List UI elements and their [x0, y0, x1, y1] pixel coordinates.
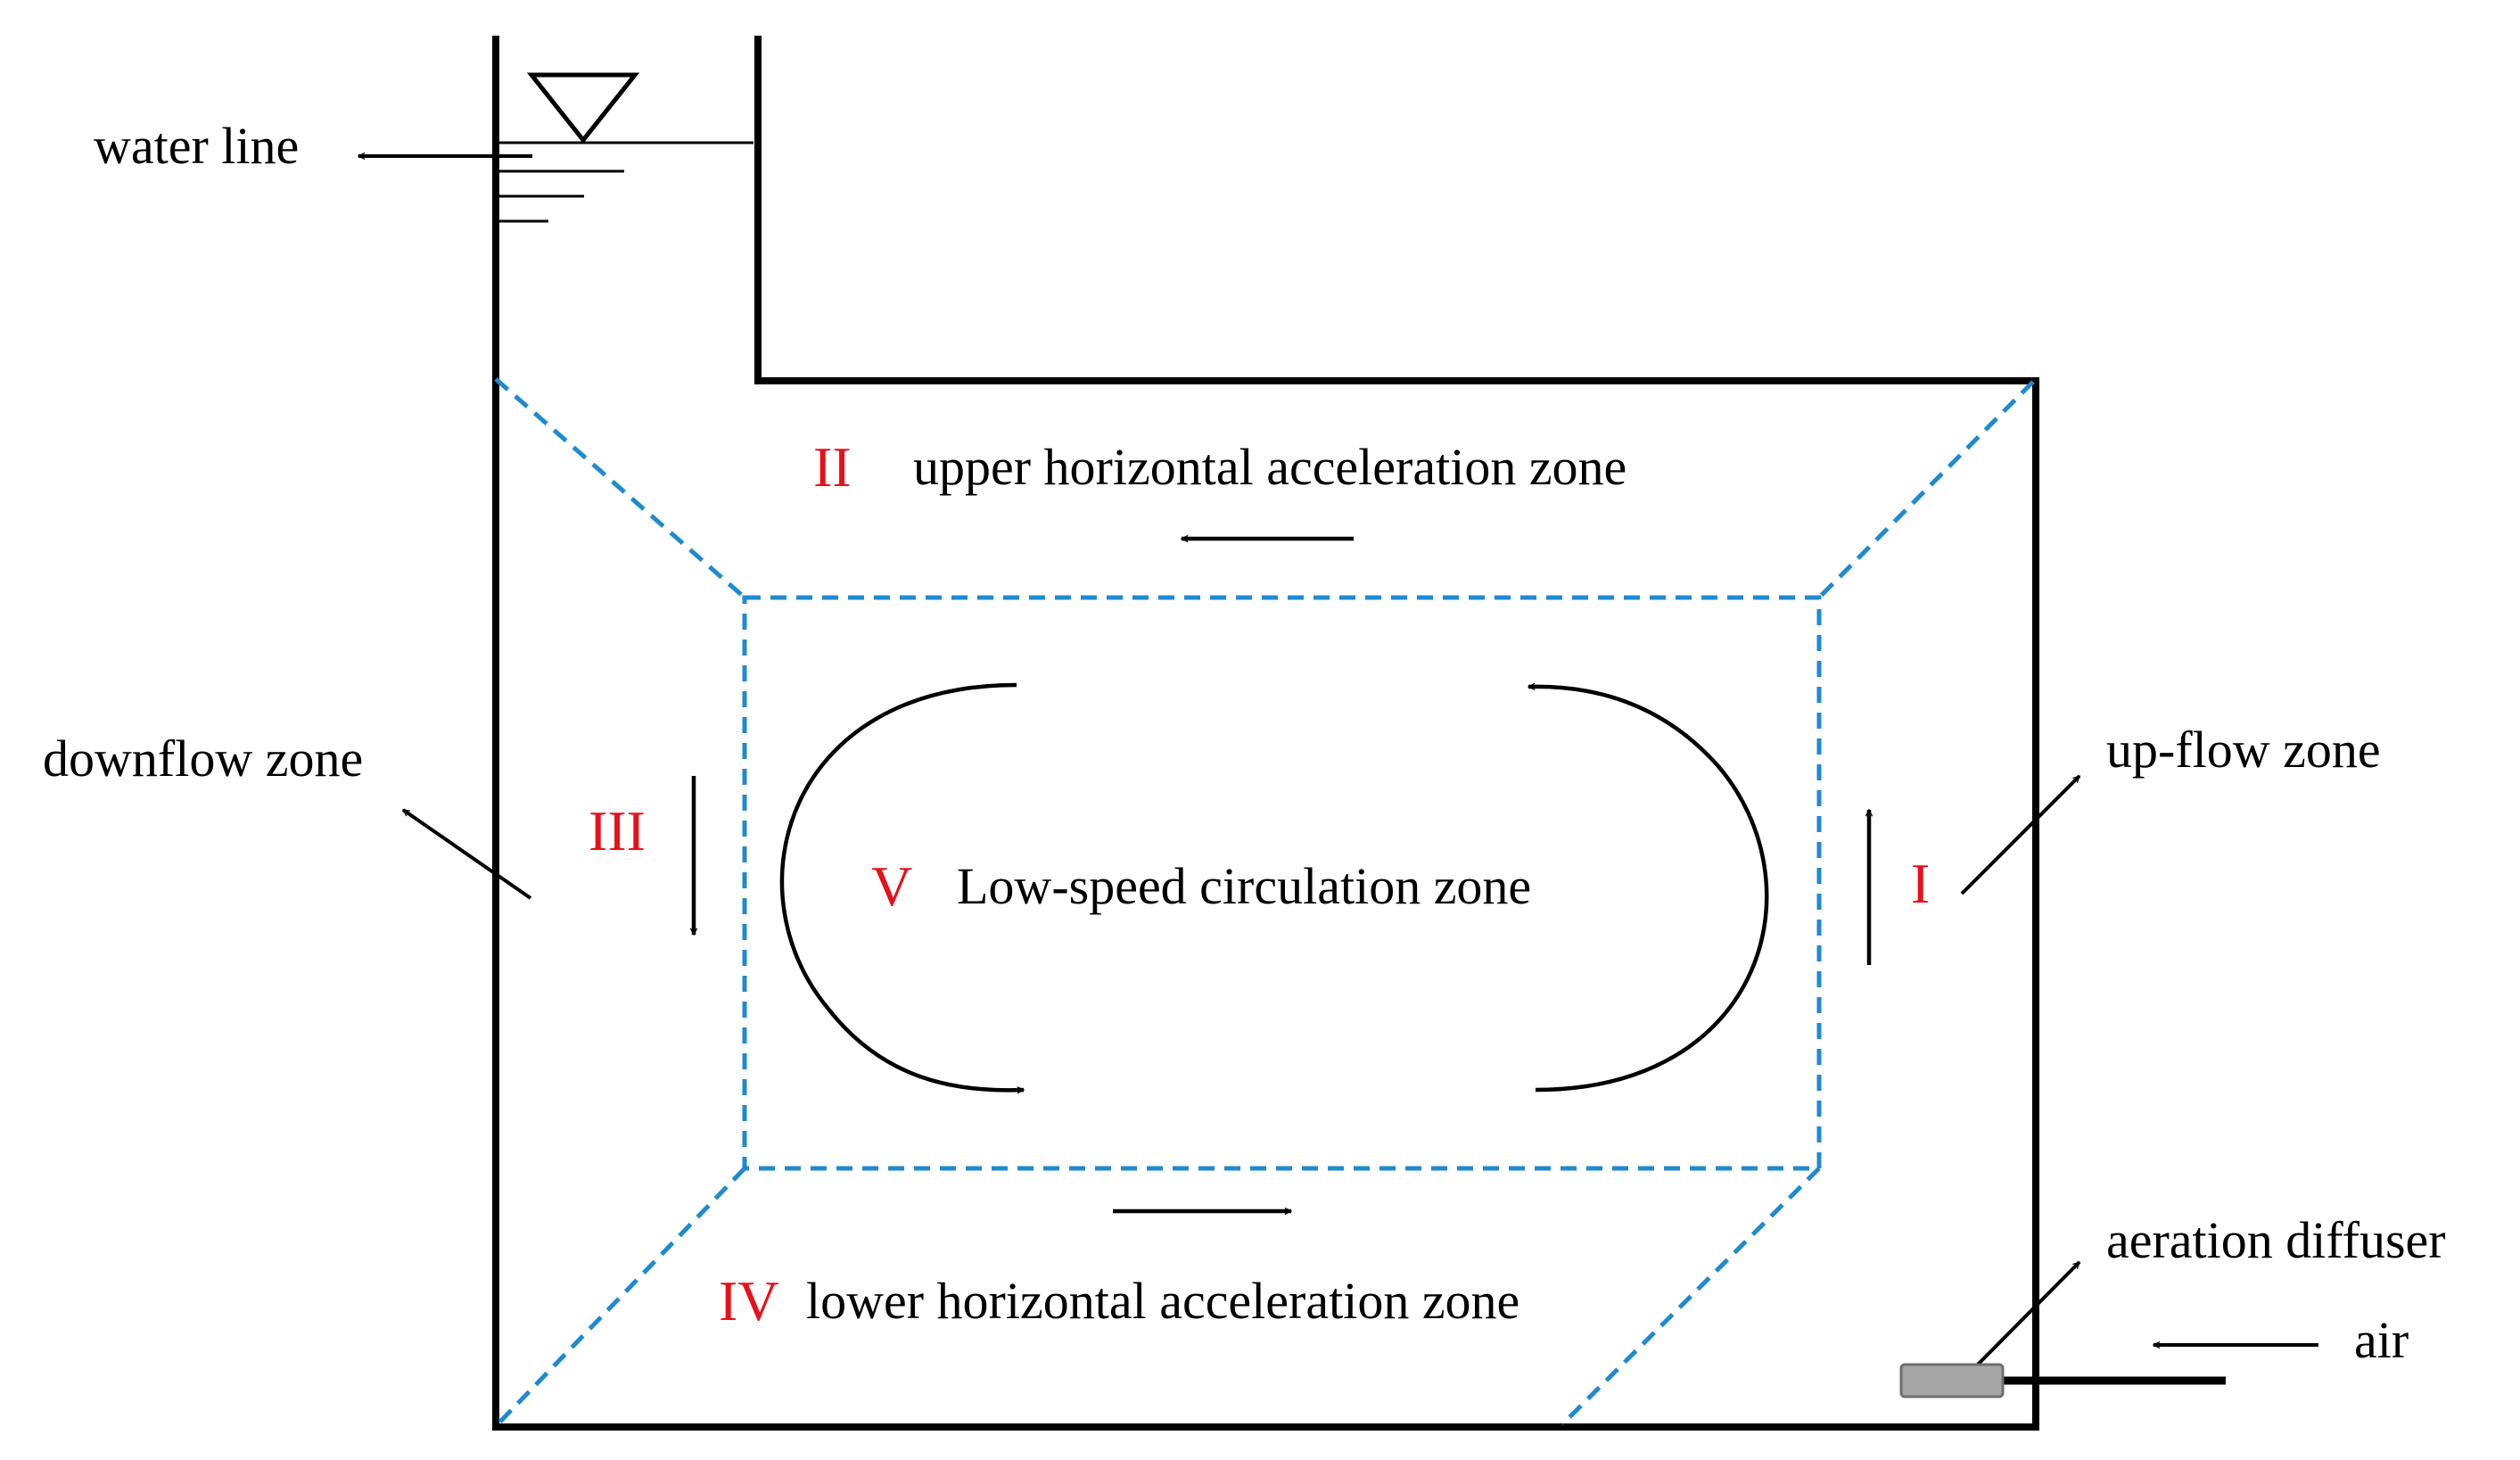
- zone-V-numeral: V: [871, 854, 912, 918]
- left-circulation-arrow: [779, 682, 1024, 1090]
- aeration-diffuser-label: aeration diffuser: [2106, 1211, 2446, 1269]
- downflow-pointer: [403, 808, 532, 900]
- downflow-zone-label: downflow zone: [43, 730, 363, 788]
- upflow-zone-label: up-flow zone: [2106, 721, 2381, 779]
- air-label: air: [2354, 1311, 2409, 1369]
- upper-zone-label: upper horizontal acceleration zone: [913, 438, 1626, 496]
- zone-I-numeral: I: [1911, 852, 1930, 915]
- water-line-label: water line: [94, 117, 299, 175]
- right-circulation-arrow: [1528, 687, 1769, 1093]
- boundary-bottom-left: [496, 1167, 746, 1426]
- center-zone-label: Low-speed circulation zone: [957, 857, 1531, 915]
- water-level-icon: [498, 72, 640, 223]
- upflow-pointer: [1960, 774, 2081, 895]
- boundary-bottom-right: [1561, 1167, 1821, 1426]
- rectangle-diffuser-icon: [1899, 1363, 2005, 1398]
- zone-boundaries: [494, 377, 2035, 1426]
- zone-II-numeral: II: [813, 435, 852, 499]
- zone-III-numeral: III: [589, 799, 646, 862]
- boundary-top-left: [494, 377, 746, 599]
- diffuser-pointer: [1960, 1260, 2081, 1382]
- tank-outline: [492, 36, 2039, 1431]
- zone-IV-numeral: IV: [719, 1269, 779, 1332]
- boundary-top-right: [1817, 380, 2035, 599]
- lower-zone-label: lower horizontal acceleration zone: [806, 1272, 1519, 1330]
- central-zone-boundary: [742, 595, 1822, 1171]
